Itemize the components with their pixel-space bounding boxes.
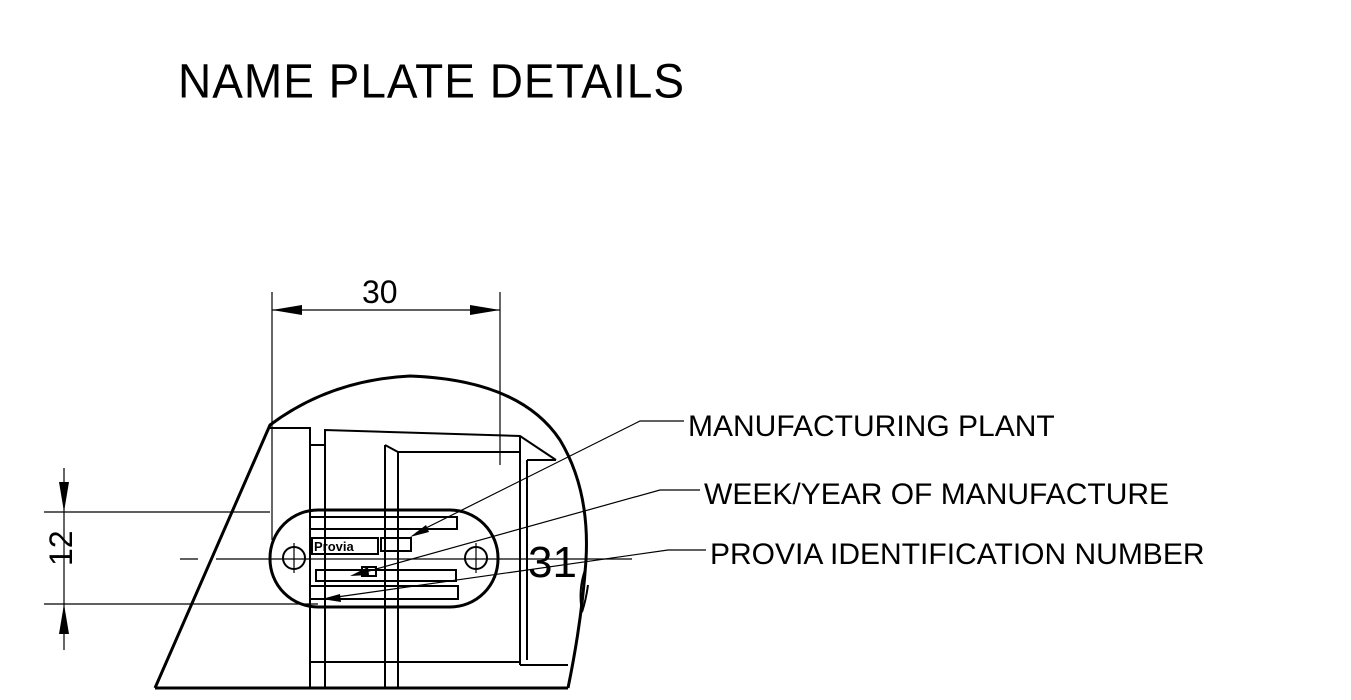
height-dimension-label: 12 <box>43 530 79 566</box>
width-dimension: 30 <box>271 274 501 540</box>
drawing-title: NAME PLATE DETAILS <box>178 54 685 108</box>
plate-brand-text: Provia <box>314 539 355 554</box>
width-dimension-label: 30 <box>362 274 398 310</box>
callout-identification-number: PROVIA IDENTIFICATION NUMBER <box>710 538 1205 571</box>
name-plate: Provia <box>268 508 500 609</box>
callout-leaders <box>322 420 706 602</box>
callout-manufacturing-plant: MANUFACTURING PLANT <box>688 410 1055 443</box>
housing-outline <box>153 374 589 690</box>
height-dimension: 12 <box>43 468 318 650</box>
side-number-label: 31 <box>528 538 577 587</box>
callout-week-year: WEEK/YEAR OF MANUFACTURE <box>704 478 1169 511</box>
